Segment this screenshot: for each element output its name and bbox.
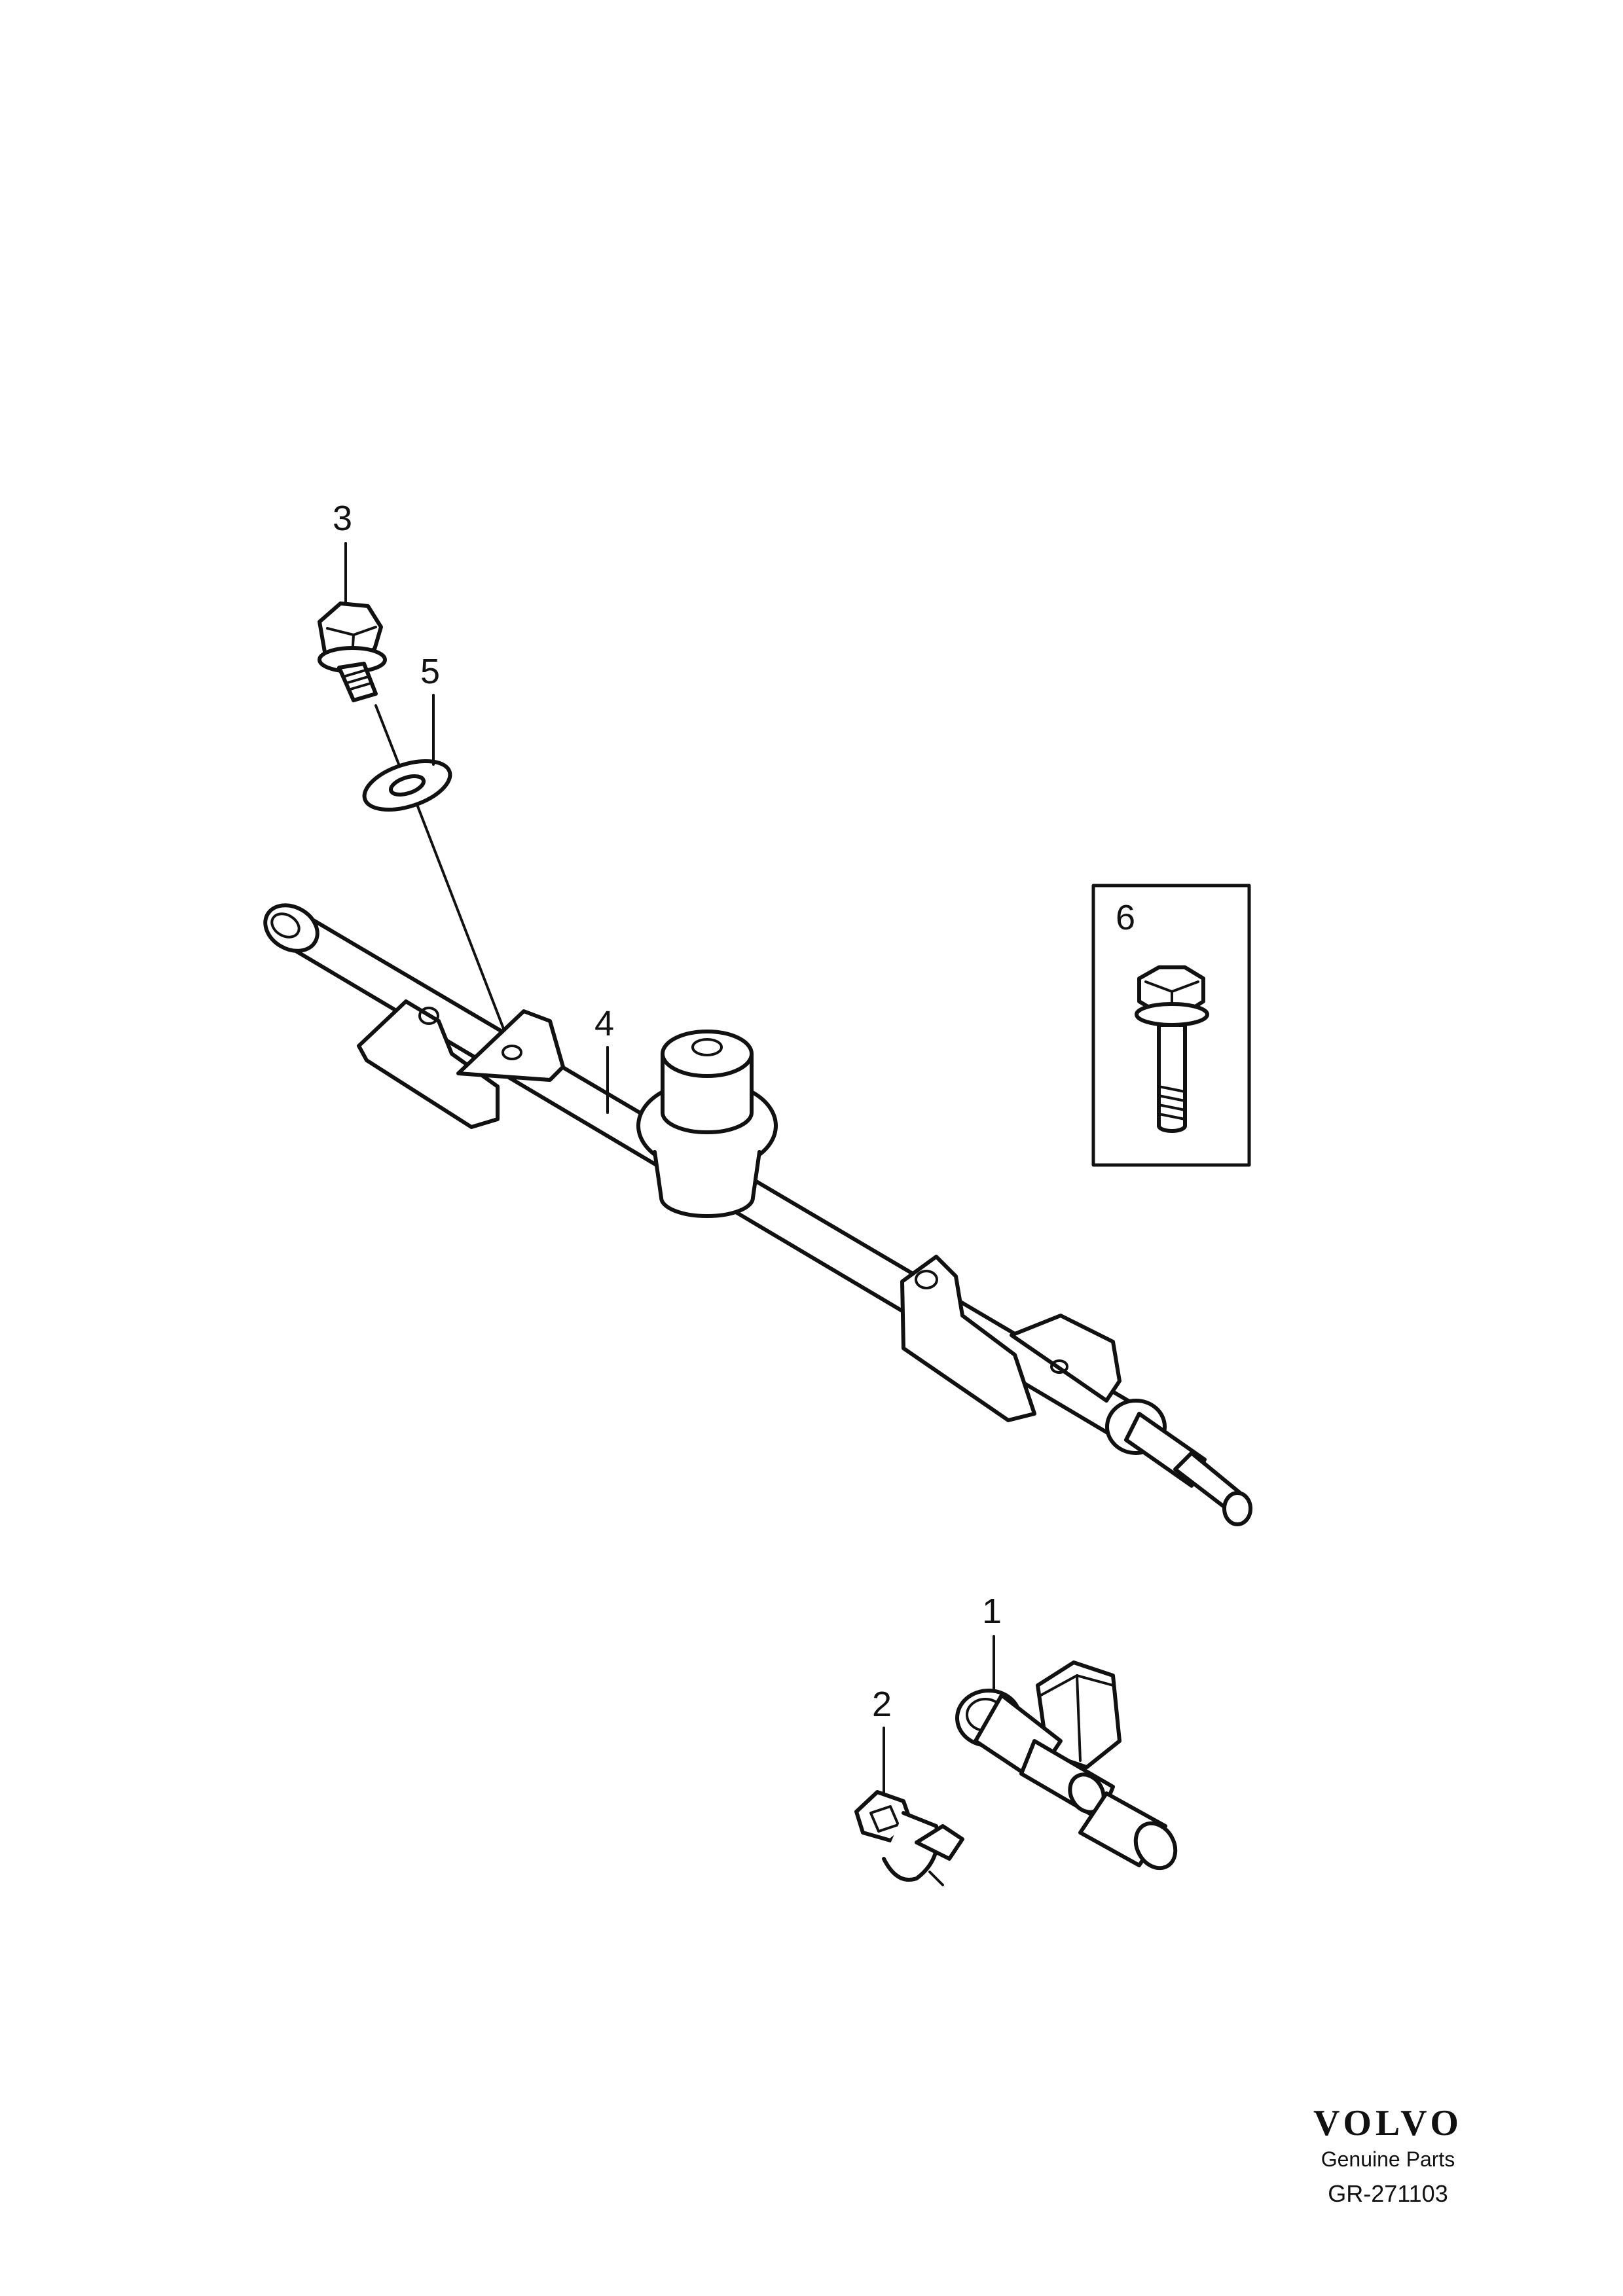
callout-1: 1 <box>982 1592 1002 1631</box>
callout-5: 5 <box>420 652 440 691</box>
assembly-line-3-5 <box>374 704 401 767</box>
part-2-retaining-clip <box>854 1790 964 1886</box>
part-4-fuel-rail <box>263 903 1252 1526</box>
part-6-box: 6 <box>1091 884 1251 1167</box>
genuine-parts-label: Genuine Parts <box>1321 2147 1455 2171</box>
callout-6: 6 <box>1116 898 1135 937</box>
callout-3: 3 <box>333 499 352 538</box>
part-5-washer <box>362 759 452 812</box>
part-3-flange-bolt <box>318 601 387 702</box>
part-1-injector <box>955 1660 1178 1871</box>
assembly-line-5-4 <box>416 805 512 1049</box>
brand-block: VOLVO Genuine Parts GR-271103 <box>1313 2103 1463 2207</box>
reference-number: GR-271103 <box>1328 2180 1448 2207</box>
volvo-logo: VOLVO <box>1313 2103 1463 2144</box>
callout-4: 4 <box>594 1004 614 1043</box>
callout-2: 2 <box>872 1685 892 1724</box>
